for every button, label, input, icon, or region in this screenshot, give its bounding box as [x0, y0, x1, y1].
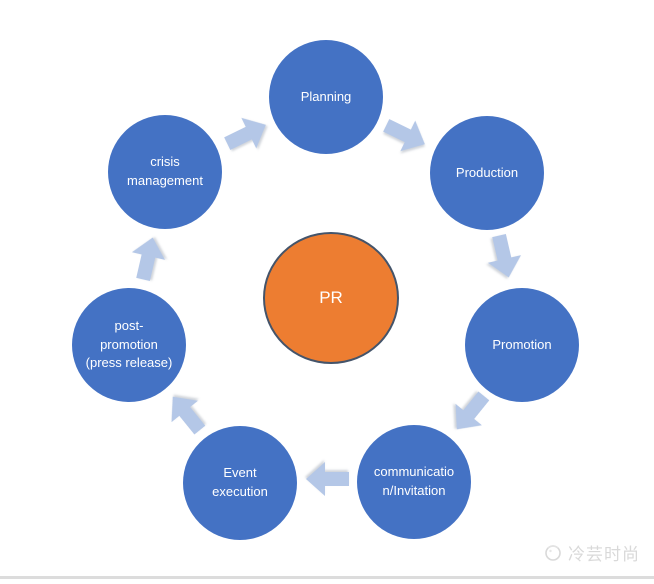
arrow-production-to-promotion-icon — [487, 233, 522, 278]
watermark-text: 冷芸时尚 — [568, 544, 640, 564]
node-promotion: Promotion — [465, 288, 579, 402]
bottom-divider — [0, 576, 654, 579]
node-planning: Planning — [269, 40, 383, 154]
arrow-crisis-to-planning-icon — [224, 117, 266, 150]
node-pr-center-label: PR — [319, 287, 343, 307]
node-communication-invitation: communicatio n/Invitation — [357, 425, 471, 539]
node-crisis-management-label: crisis management — [127, 154, 203, 188]
arrow-post-promotion-to-crisis-icon — [131, 237, 166, 282]
watermark: 冷芸时尚 — [543, 540, 640, 564]
node-pr-center: PR — [263, 232, 399, 364]
node-production-label: Production — [455, 164, 519, 180]
arrow-event-to-post-promotion-icon — [171, 396, 206, 435]
arrow-planning-to-production-icon — [383, 119, 425, 152]
node-post-promotion: post- promotion (press release) — [72, 288, 186, 402]
node-promotion-label: Promotion — [492, 336, 552, 352]
arrow-communication-to-event-icon — [306, 462, 349, 496]
arrow-promotion-to-communication-icon — [455, 391, 490, 430]
node-event-execution-label: Event execution — [212, 465, 268, 499]
node-communication-invitation-label: communicatio n/Invitation — [373, 464, 455, 498]
node-post-promotion-label: post- promotion (press release) — [85, 317, 173, 371]
node-planning-label: Planning — [300, 88, 352, 104]
node-crisis-management: crisis management — [108, 115, 222, 229]
node-production: Production — [430, 116, 544, 230]
node-event-execution: Event execution — [183, 426, 297, 540]
brand-logo-icon — [545, 545, 561, 561]
